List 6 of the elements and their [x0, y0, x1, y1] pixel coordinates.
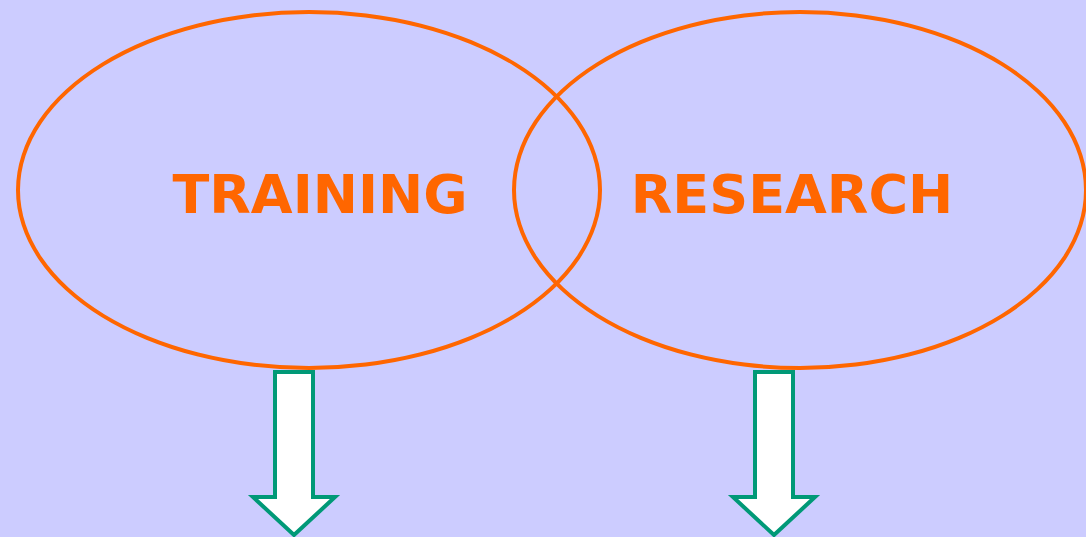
ellipse-label: RESEARCH [630, 162, 954, 226]
block-arrow [727, 370, 821, 537]
ellipse [512, 10, 1086, 370]
ellipse [16, 10, 602, 370]
block-arrow [247, 370, 341, 537]
ellipse-label: TRAINING [172, 162, 468, 226]
